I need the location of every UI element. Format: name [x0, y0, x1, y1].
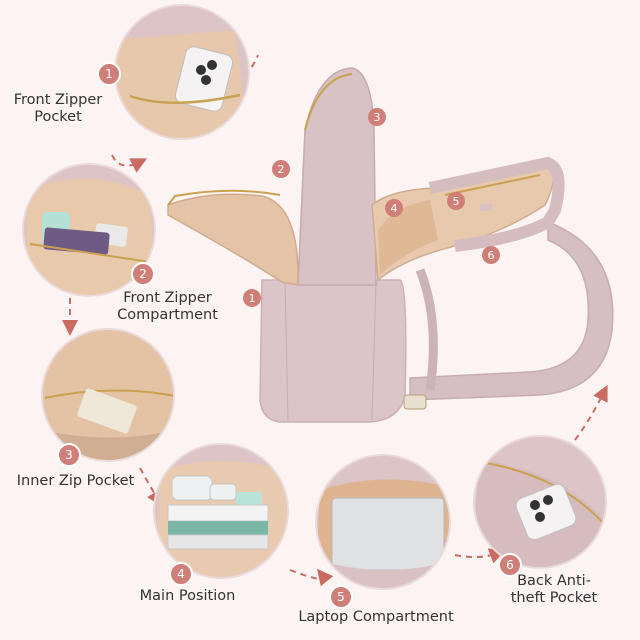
svg-text:2: 2 — [139, 267, 147, 281]
badge-1-circle-detail: 1 — [97, 62, 121, 86]
svg-text:6: 6 — [488, 249, 495, 262]
svg-text:3: 3 — [65, 448, 73, 462]
badge-6-circle-detail: 6 — [498, 553, 522, 577]
label-line-2: Pocket — [34, 109, 82, 125]
detail-circle-front-zipper-pocket — [114, 4, 250, 140]
feature-label-inner-zip-pocket: Inner Zip Pocket — [8, 473, 143, 490]
badge-5-circle-detail: 5 — [329, 585, 353, 609]
feature-label-front-zipper-compartment: Front Zipper Compartment — [110, 290, 225, 324]
backpack-illustration — [167, 67, 614, 423]
svg-text:1: 1 — [249, 292, 256, 305]
detail-circle-inner-zip-pocket — [41, 328, 175, 462]
feature-label-back-anti-theft-pocket: Back Anti- theft Pocket — [498, 573, 610, 607]
badge-2-on-bag: 2 — [272, 160, 290, 178]
svg-text:1: 1 — [105, 67, 113, 81]
badge-4-circle-detail: 4 — [169, 562, 193, 586]
badge-1-on-bag: 1 — [243, 289, 261, 307]
svg-text:2: 2 — [278, 163, 285, 176]
feature-label-laptop-compartment: Laptop Compartment — [290, 609, 462, 626]
label-line-1: Front Zipper — [123, 290, 212, 306]
badge-6-on-bag: 6 — [482, 246, 500, 264]
feature-label-front-zipper-pocket: Front Zipper Pocket — [8, 92, 108, 126]
label-line-1: Back Anti- — [517, 573, 591, 589]
badge-4-on-bag: 4 — [385, 199, 403, 217]
detail-circle-back-anti-theft-pocket — [473, 435, 607, 569]
numbered-badges: 1 2 3 4 5 6 3 2 4 5 6 1 — [57, 62, 522, 609]
badge-3-on-bag: 3 — [368, 108, 386, 126]
label-line-1: Main Position — [139, 588, 236, 604]
svg-text:5: 5 — [453, 195, 460, 208]
svg-text:4: 4 — [391, 202, 398, 215]
badge-2-circle-detail: 2 — [131, 262, 155, 286]
label-line-2: Compartment — [117, 307, 218, 323]
badge-5-on-bag: 5 — [447, 192, 465, 210]
svg-text:5: 5 — [337, 590, 345, 604]
badge-3-circle-detail: 3 — [57, 443, 81, 467]
detail-circle-laptop-compartment — [315, 454, 451, 590]
label-line-1: Front Zipper — [13, 92, 103, 108]
feature-label-main-position: Main Position — [130, 588, 245, 605]
svg-text:3: 3 — [374, 111, 381, 124]
svg-text:6: 6 — [506, 558, 514, 572]
label-line-1: Laptop Compartment — [298, 609, 454, 625]
detail-circle-main-position — [153, 443, 289, 579]
label-line-2: theft Pocket — [510, 590, 598, 606]
svg-text:4: 4 — [177, 567, 185, 581]
label-line-1: Inner Zip Pocket — [16, 473, 135, 489]
